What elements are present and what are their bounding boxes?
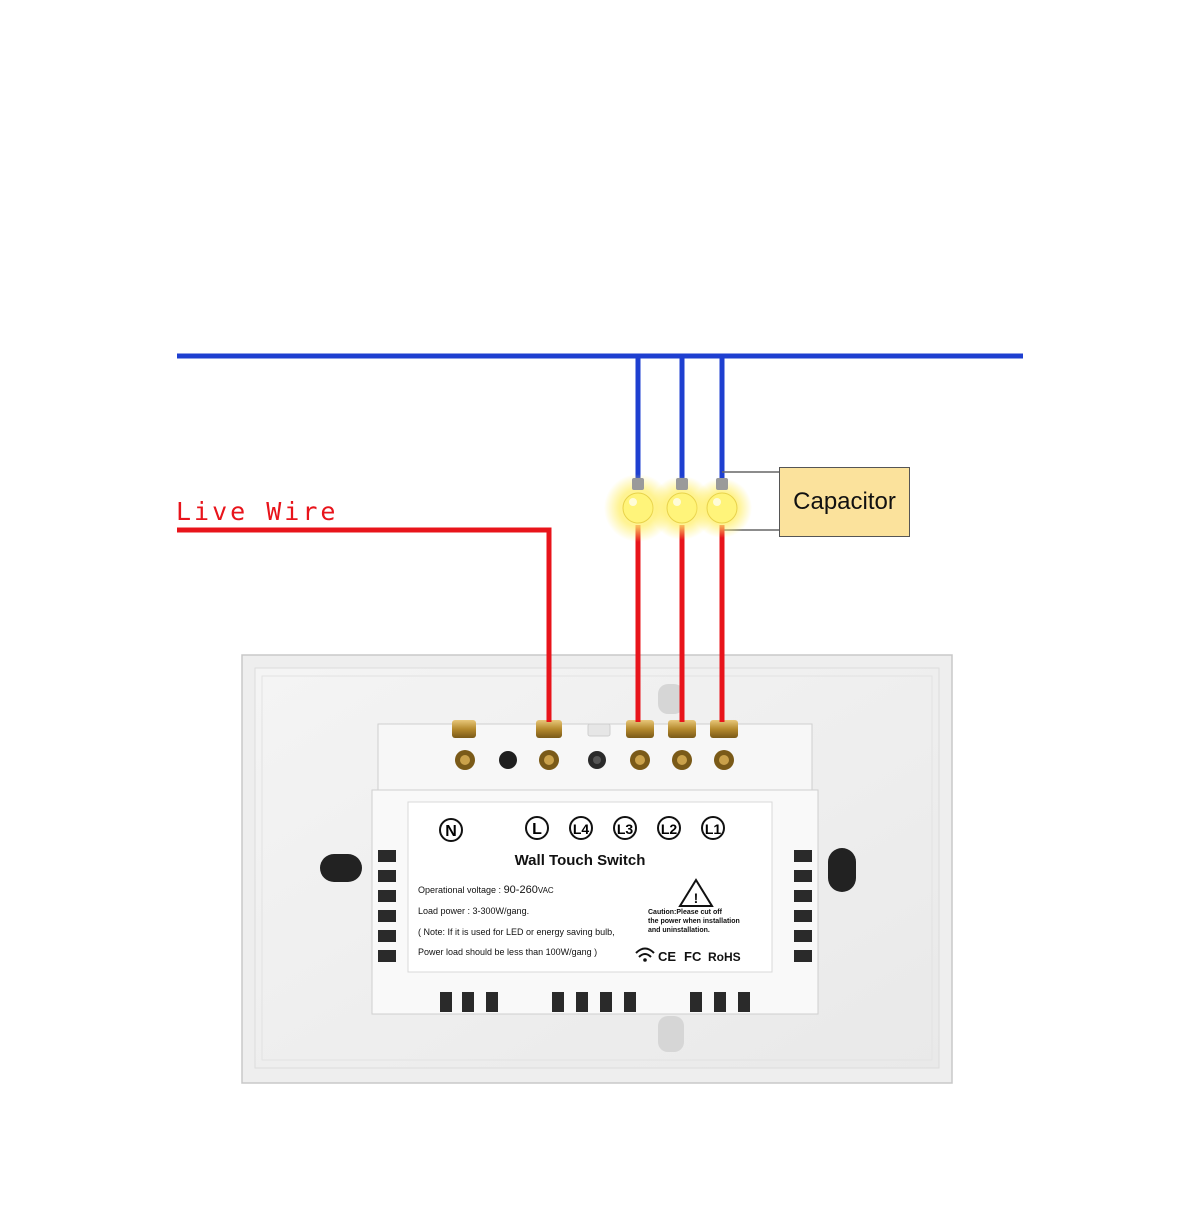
- terminal-label-l1: L1: [701, 816, 725, 840]
- vents-bottom: [440, 992, 750, 1012]
- terminal-label-l3: L3: [613, 816, 637, 840]
- svg-text:L1: L1: [705, 821, 722, 837]
- terminal-screws: [452, 720, 738, 738]
- mount-slot-left: [320, 854, 362, 882]
- svg-text:N: N: [445, 823, 457, 840]
- terminal-holes: [455, 750, 734, 770]
- ce-mark: CE: [658, 949, 676, 964]
- svg-text:L2: L2: [661, 821, 678, 837]
- svg-text:L4: L4: [573, 821, 590, 837]
- fc-mark: FC: [684, 949, 702, 964]
- capacitor-label: Capacitor: [793, 488, 896, 515]
- spec-text: Wall Touch Switch Operational voltage : …: [418, 852, 741, 964]
- terminal-labels: N L L4 L3 L2 L1: [439, 816, 725, 842]
- spec-label: [407, 801, 773, 973]
- vents-left: [378, 850, 396, 962]
- bulb-3: [692, 478, 752, 538]
- svg-text:L: L: [532, 821, 542, 838]
- terminal-label-l2: L2: [657, 816, 681, 840]
- spec-load: Load power : 3-300W/gang.: [418, 906, 529, 916]
- switch-module: [371, 720, 819, 1015]
- terminal-label-l: L: [525, 816, 549, 840]
- live-feed-wire: [177, 527, 552, 722]
- rohs-mark: RoHS: [708, 950, 741, 964]
- warning-icon: !: [678, 878, 714, 907]
- svg-text:L3: L3: [617, 821, 634, 837]
- terminal-label-n: N: [439, 818, 463, 842]
- caution-line-2: the power when installation: [648, 918, 740, 925]
- spec-voltage: Operational voltage : 90-260VAC: [418, 884, 554, 896]
- spec-note: ( Note: If it is used for LED or energy …: [418, 927, 615, 937]
- vents-right: [794, 850, 812, 962]
- wifi-icon: [635, 947, 655, 962]
- spec-note-2: Power load should be less than 100W/gang…: [418, 947, 597, 957]
- mount-slot-top: [658, 684, 684, 714]
- mount-slot-right: [828, 848, 856, 892]
- caution-line-1: Caution:Please cut off: [648, 909, 723, 916]
- live-wires: [177, 525, 725, 722]
- terminal-label-l4: L4: [569, 816, 593, 840]
- caution-line-3: and uninstallation.: [648, 927, 710, 934]
- capacitor-box: Capacitor: [779, 467, 910, 537]
- neutral-wires: [177, 353, 1023, 480]
- mount-slot-bottom: [658, 1016, 684, 1052]
- svg-text:!: !: [694, 890, 699, 906]
- live-wire-label: Live Wire: [176, 497, 339, 526]
- switch-title: Wall Touch Switch: [515, 852, 646, 869]
